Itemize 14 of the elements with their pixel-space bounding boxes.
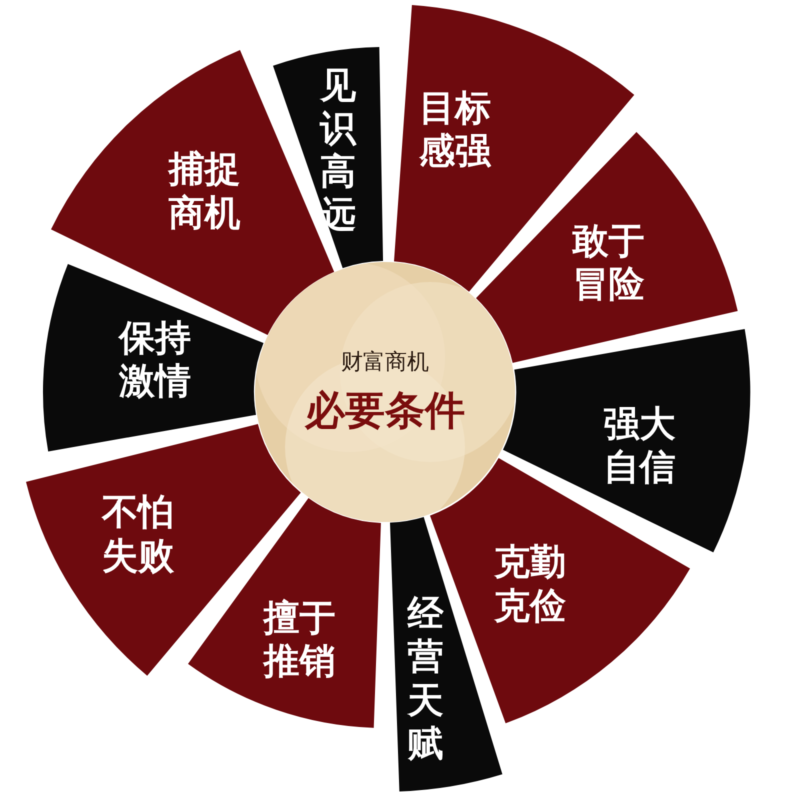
segment-label: 经营天赋: [407, 592, 444, 766]
hub-heading: 必要条件: [305, 386, 465, 436]
segment-label: 克勤克俭: [494, 541, 566, 628]
segment-label: 擅于推销: [264, 596, 336, 683]
segment-label: 捕捉商机: [168, 148, 240, 235]
segment-label: 目标感强: [419, 87, 492, 174]
segment-label: 强大自信: [603, 402, 676, 490]
segment-label: 敢于冒险: [572, 220, 644, 306]
wedge-segment: [272, 47, 383, 268]
wedge-segment: [188, 498, 380, 728]
segment-label: 不怕失败: [102, 491, 174, 578]
segment-label: 保持激情: [119, 316, 192, 403]
hub-title: 财富商机: [341, 348, 429, 376]
wedge-segment: [43, 264, 264, 452]
